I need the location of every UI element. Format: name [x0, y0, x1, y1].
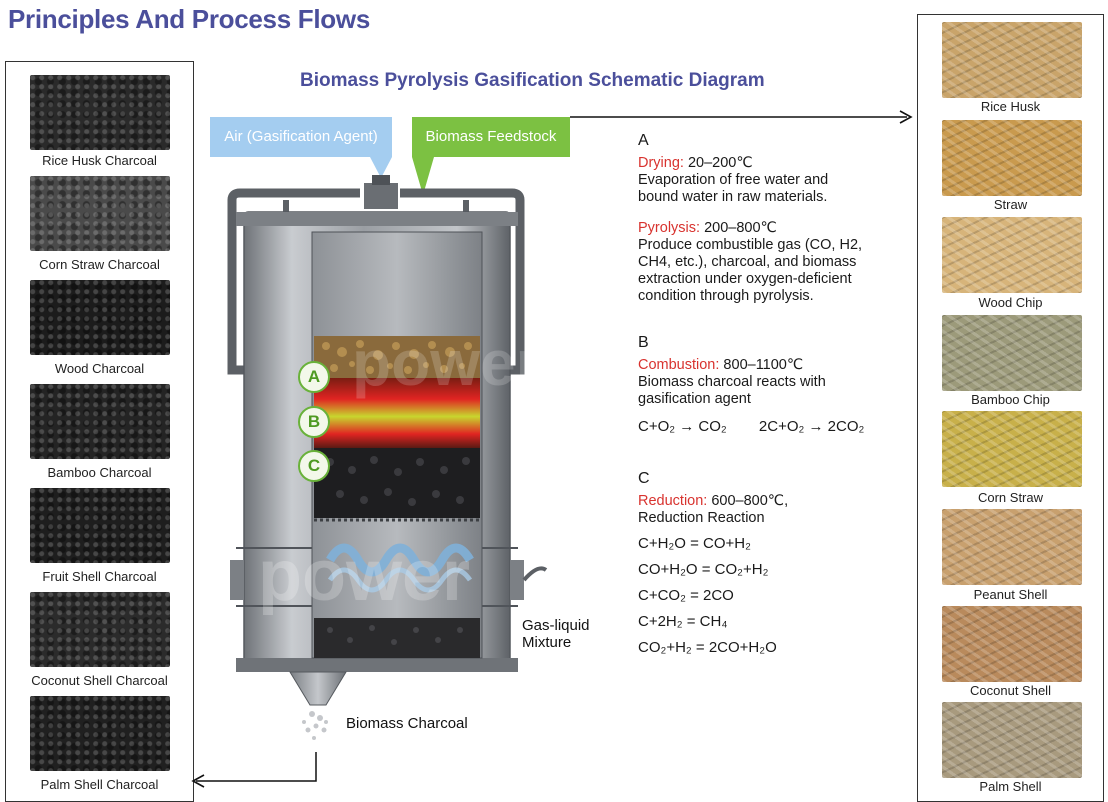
- charcoal-thumb: [30, 592, 170, 667]
- reduction-range: 600–800℃,: [707, 493, 789, 509]
- reduction-equation: C+H₂O = CO+H₂: [638, 535, 751, 552]
- charcoal-thumb: [30, 75, 170, 150]
- feedstock-thumb: [942, 315, 1082, 391]
- charcoal-thumb: [30, 176, 170, 251]
- inlet-pipe: [227, 188, 360, 216]
- charcoal-thumb: [30, 488, 170, 563]
- charcoal-label: Corn Straw Charcoal: [39, 257, 160, 272]
- combustion-label: Combustion:: [638, 357, 720, 373]
- reduction-equation: C+CO₂ = 2CO: [638, 587, 734, 604]
- combustion-range: 800–1100℃: [719, 357, 804, 373]
- air-input-tag: Air (Gasification Agent): [210, 117, 392, 157]
- charcoal-thumb: [30, 696, 170, 771]
- zone-badge-a: A: [298, 361, 330, 393]
- feedstock-thumb: [942, 22, 1082, 98]
- combustion-equation: C+O₂ → CO₂: [638, 418, 727, 435]
- charcoal-bed: [314, 618, 480, 658]
- section-letter: B: [638, 334, 649, 351]
- section-c: C Reduction: 600–800℃, Reduction Reactio…: [638, 470, 788, 661]
- air-tag-pointer: [370, 157, 392, 178]
- feedstock-label: Peanut Shell: [973, 587, 1048, 602]
- feedstock-label: Coconut Shell: [970, 683, 1051, 698]
- watermark-text: power: [352, 327, 540, 399]
- gas-liquid-label: Gas-liquid Mixture: [522, 617, 590, 651]
- feedstock-panel: Rice Husk Straw Wood Chip Bamboo Chip Co…: [917, 14, 1104, 802]
- feedstock-label: Rice Husk: [980, 99, 1041, 114]
- feedstock-thumb: [942, 217, 1082, 293]
- section-letter: C: [638, 470, 650, 487]
- zone-c-reduction: [314, 448, 480, 518]
- drying-label: Drying:: [638, 155, 684, 171]
- feedstock-thumb: [942, 509, 1082, 585]
- charcoal-products-panel: Rice Husk Charcoal Corn Straw Charcoal W…: [5, 61, 194, 802]
- diagram-title: Biomass Pyrolysis Gasification Schematic…: [300, 70, 765, 91]
- charcoal-thumb: [30, 280, 170, 355]
- reduction-equation: CO₂+H₂ = 2CO+H₂O: [638, 639, 777, 656]
- reduction-equation: C+2H₂ = CH₄: [638, 613, 728, 630]
- charcoal-thumb: [30, 384, 170, 459]
- feedstock-thumb: [942, 411, 1082, 487]
- feedstock-label: Palm Shell: [979, 779, 1042, 794]
- feedstock-thumb: [942, 702, 1082, 778]
- reduction-equation: CO+H₂O = CO₂+H₂: [638, 561, 769, 578]
- combustion-equation: 2C+O₂ → 2CO₂: [758, 418, 865, 435]
- pyrolysis-label: Pyrolysis:: [638, 220, 701, 236]
- watermark-text: power: [258, 536, 470, 616]
- charcoal-label: Bamboo Charcoal: [47, 465, 152, 480]
- charcoal-label: Fruit Shell Charcoal: [42, 569, 157, 584]
- section-letter: A: [638, 132, 649, 149]
- feedstock-thumb: [942, 606, 1082, 682]
- zone-badge-c: C: [298, 450, 330, 482]
- feedstock-tag-pointer: [412, 157, 434, 195]
- section-a: A Drying: 20–200℃ Evaporation of free wa…: [638, 132, 863, 304]
- section-b: B Combustion: 800–1100℃ Biomass charcoal…: [638, 334, 865, 435]
- zone-badge-b: B: [298, 406, 330, 438]
- arrow-to-feedstock: [899, 110, 913, 124]
- arrow-to-charcoal: [191, 774, 205, 788]
- charcoal-label: Palm Shell Charcoal: [40, 777, 159, 792]
- feedstock-input-tag: Biomass Feedstock: [412, 117, 570, 157]
- feedstock-thumb: [942, 120, 1082, 196]
- biomass-charcoal-label: Biomass Charcoal: [346, 715, 468, 732]
- feedstock-label: Corn Straw: [977, 490, 1044, 505]
- charcoal-label: Wood Charcoal: [54, 361, 145, 376]
- reduction-label: Reduction:: [638, 493, 708, 509]
- feedstock-label: Straw: [993, 197, 1028, 212]
- charcoal-label: Coconut Shell Charcoal: [31, 673, 168, 688]
- zone-b-combustion: [314, 378, 480, 448]
- drying-range: 20–200℃: [683, 155, 753, 171]
- charcoal-label: Rice Husk Charcoal: [42, 153, 157, 168]
- feedstock-label: Bamboo Chip: [971, 392, 1050, 407]
- page-title: Principles And Process Flows: [8, 4, 370, 34]
- pyrolysis-range: 200–800℃: [700, 220, 777, 236]
- gas-liquid-swirl: [326, 543, 474, 577]
- outlet-cone: [289, 671, 347, 706]
- feedstock-label: Wood Chip: [978, 295, 1043, 310]
